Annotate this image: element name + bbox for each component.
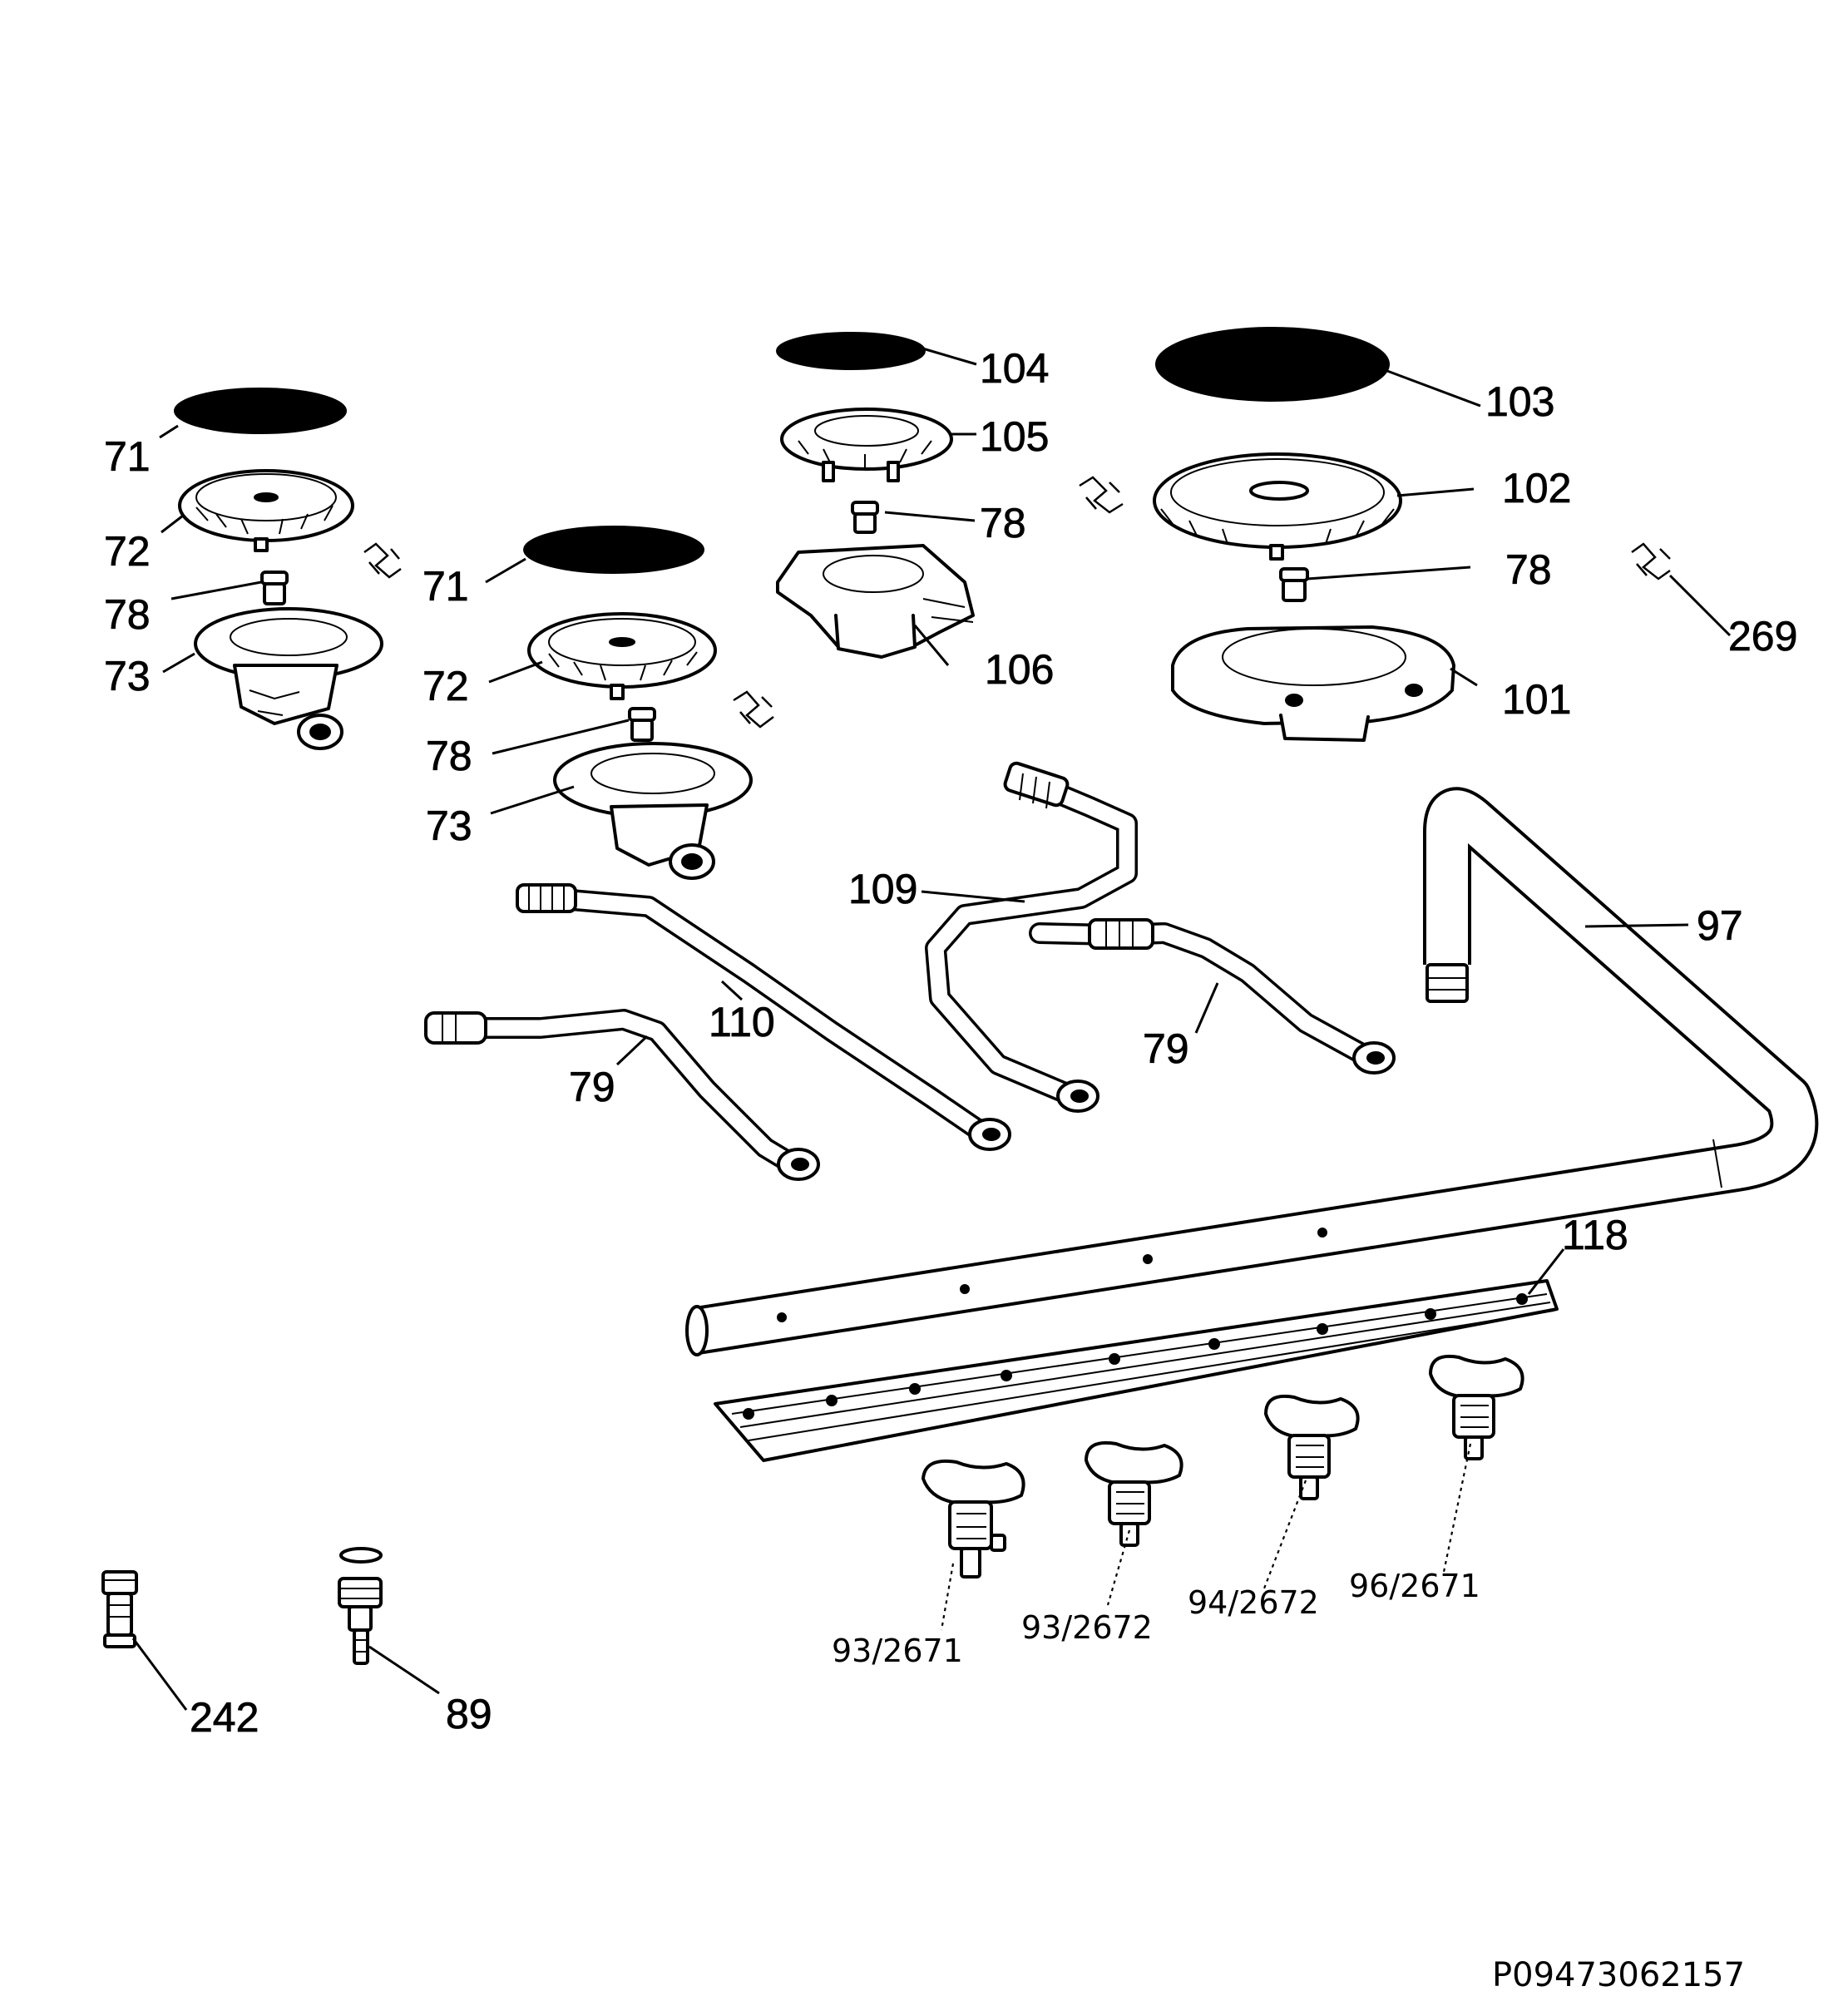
callout-118: 118 bbox=[1562, 1212, 1628, 1258]
gas-pipe-79-left bbox=[424, 1009, 820, 1181]
callout-103: 103 bbox=[1485, 378, 1554, 425]
callout-73-mid: 73 bbox=[426, 803, 472, 849]
callout-96-2671: 96/2671 bbox=[1349, 1568, 1480, 1604]
clip-269 bbox=[1631, 542, 1671, 581]
burner-crown-72-left bbox=[178, 469, 354, 552]
leader-lines bbox=[131, 346, 1732, 1711]
burner-cap-71-left bbox=[174, 388, 347, 434]
burner-body-106 bbox=[776, 544, 975, 659]
gas-pipe-110 bbox=[516, 883, 1011, 1151]
callout-105: 105 bbox=[980, 413, 1049, 460]
burner-crown-102 bbox=[1153, 452, 1402, 561]
callout-labels: 71 72 78 73 71 72 78 73 104 105 78 106 1… bbox=[104, 345, 1798, 1742]
callout-71-mid: 71 bbox=[422, 563, 469, 610]
burner-crown-72-mid bbox=[527, 612, 717, 700]
burner-cap-103 bbox=[1155, 327, 1390, 402]
injector-78-left bbox=[260, 571, 289, 605]
callout-73-left: 73 bbox=[104, 653, 151, 699]
callout-78-center: 78 bbox=[980, 500, 1026, 546]
burner-body-73-mid bbox=[553, 742, 753, 880]
manifold-pipe-97 bbox=[685, 787, 1819, 1356]
callout-72-mid: 72 bbox=[422, 663, 469, 709]
gas-valve-94-2672 bbox=[1264, 1395, 1360, 1500]
callout-242: 242 bbox=[190, 1694, 259, 1741]
gas-pipe-79-right bbox=[1029, 918, 1396, 1075]
clip-right-a bbox=[1079, 476, 1124, 514]
callout-104: 104 bbox=[980, 345, 1049, 392]
gas-valve-93-2671 bbox=[922, 1460, 1025, 1579]
callout-72-left: 72 bbox=[104, 528, 151, 575]
callout-269: 269 bbox=[1728, 613, 1797, 660]
callout-79-left: 79 bbox=[569, 1064, 615, 1110]
callout-79-right: 79 bbox=[1143, 1025, 1189, 1072]
fitting-89 bbox=[338, 1547, 383, 1665]
clip-left-a bbox=[363, 542, 402, 579]
callout-93-2672: 93/2672 bbox=[1021, 1609, 1153, 1646]
burner-cap-104 bbox=[776, 332, 926, 370]
callout-110: 110 bbox=[709, 999, 775, 1045]
gas-valve-96-2671 bbox=[1429, 1355, 1524, 1460]
callout-93-2671: 93/2671 bbox=[832, 1633, 963, 1669]
callout-106: 106 bbox=[985, 646, 1054, 693]
diagram-code: P09473062157 bbox=[1492, 1956, 1745, 1994]
callout-89: 89 bbox=[446, 1691, 492, 1737]
burner-body-73-left bbox=[194, 607, 383, 750]
injector-78-center bbox=[851, 501, 879, 534]
callout-109: 109 bbox=[848, 866, 917, 912]
callout-97: 97 bbox=[1697, 902, 1743, 949]
burner-body-101 bbox=[1171, 625, 1455, 742]
burner-cap-71-mid bbox=[523, 526, 704, 574]
clip-left-b bbox=[733, 690, 774, 729]
injector-78-right bbox=[1279, 567, 1309, 602]
burner-crown-105 bbox=[780, 408, 953, 482]
gas-valve-93-2672 bbox=[1085, 1441, 1183, 1547]
fitting-242 bbox=[101, 1570, 138, 1648]
callout-71-left: 71 bbox=[104, 433, 151, 480]
valve-bracket-118 bbox=[714, 1279, 1559, 1462]
callout-78-right: 78 bbox=[1505, 546, 1552, 593]
callout-102: 102 bbox=[1502, 465, 1571, 511]
callout-78-left: 78 bbox=[104, 591, 151, 638]
callout-94-2672: 94/2672 bbox=[1188, 1584, 1319, 1621]
injector-78-mid bbox=[628, 707, 656, 742]
callout-101: 101 bbox=[1502, 676, 1571, 723]
callout-78-mid: 78 bbox=[426, 733, 472, 779]
gas-pipe-109 bbox=[925, 761, 1138, 1113]
